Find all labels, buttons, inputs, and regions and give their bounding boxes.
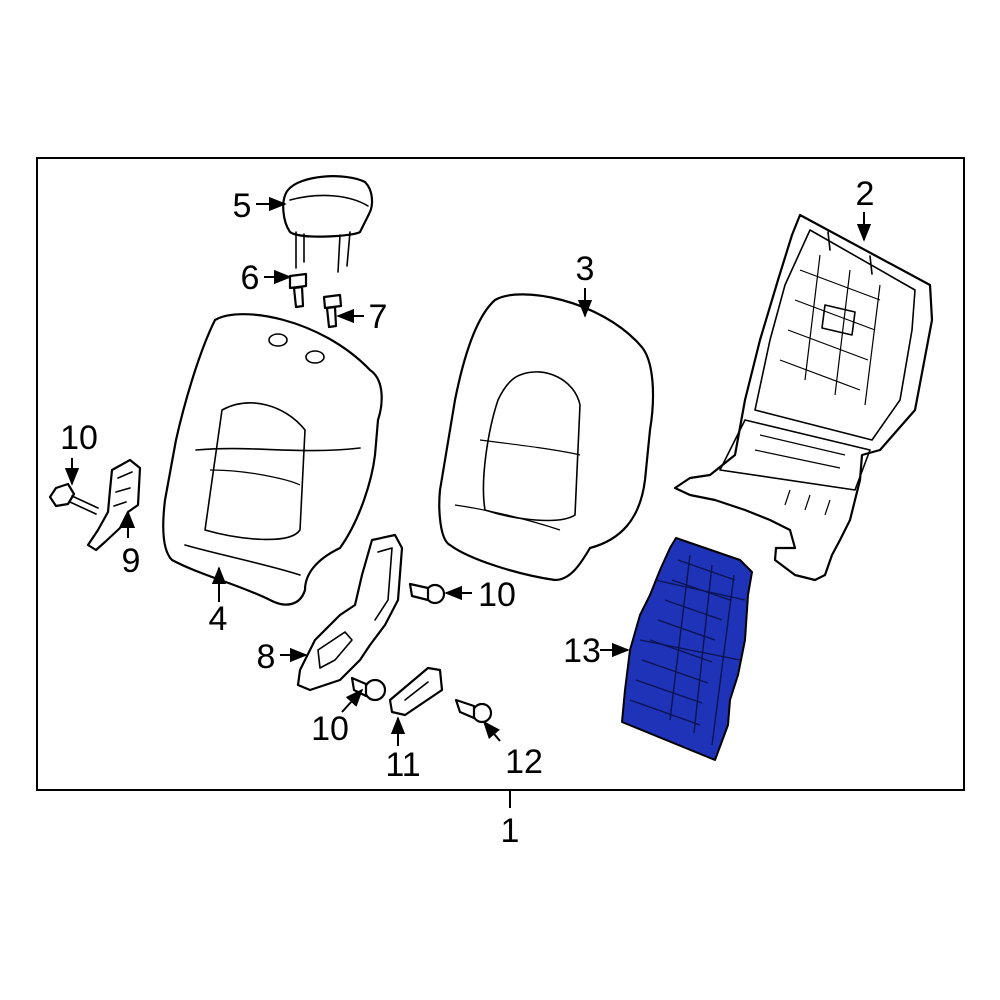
callout-7: 7 bbox=[369, 298, 388, 336]
bracket-part-9[interactable] bbox=[86, 458, 142, 552]
bolt-part-10-upper[interactable] bbox=[408, 582, 446, 605]
callout-6: 6 bbox=[241, 259, 260, 297]
seat-back-frame-part-2[interactable] bbox=[673, 213, 934, 582]
clip-part-11[interactable] bbox=[388, 666, 444, 717]
headrest-guide-part-7[interactable] bbox=[322, 293, 343, 329]
callout-5: 5 bbox=[233, 187, 252, 225]
side-bracket-part-8[interactable] bbox=[296, 533, 404, 692]
assembly-frame bbox=[36, 157, 965, 791]
headrest-guide-part-6[interactable] bbox=[288, 272, 308, 309]
leader-lines bbox=[64, 196, 872, 808]
callout-10-lower: 10 bbox=[311, 710, 349, 748]
callout-10-upper: 10 bbox=[478, 576, 516, 614]
callout-9: 9 bbox=[122, 542, 141, 580]
bolt-part-10-left[interactable] bbox=[48, 482, 99, 515]
callout-3: 3 bbox=[576, 250, 595, 288]
callout-13: 13 bbox=[563, 632, 601, 670]
callout-2: 2 bbox=[856, 175, 875, 213]
seat-back-cover-part-4[interactable] bbox=[162, 313, 383, 606]
callout-11: 11 bbox=[385, 746, 420, 784]
callout-12: 12 bbox=[505, 743, 543, 781]
callout-1: 1 bbox=[501, 812, 520, 850]
callout-4: 4 bbox=[209, 600, 228, 638]
seat-back-pad-part-3[interactable] bbox=[438, 293, 655, 582]
headrest-part-5[interactable] bbox=[282, 175, 374, 273]
callout-8: 8 bbox=[257, 638, 276, 676]
callout-10-left: 10 bbox=[60, 419, 98, 457]
seat-back-panel-part-13[interactable] bbox=[621, 537, 753, 761]
bolt-part-10-lower[interactable] bbox=[350, 676, 387, 702]
screw-part-12[interactable] bbox=[454, 698, 493, 724]
